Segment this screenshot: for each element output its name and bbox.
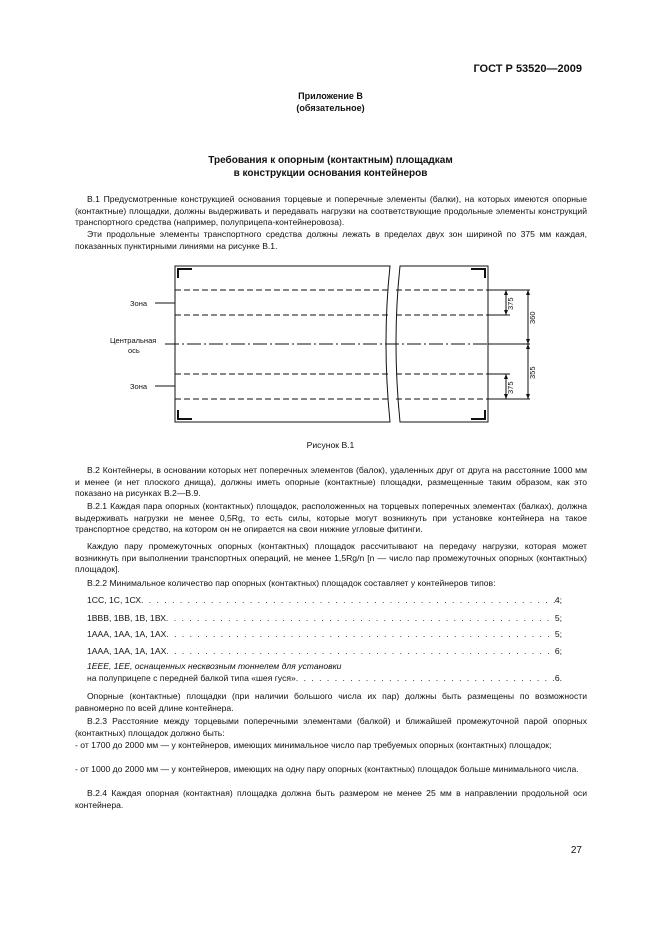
corner-fitting-tr	[471, 268, 486, 278]
paragraph-b1-zones: Эти продольные элементы транспортного ср…	[75, 229, 587, 251]
page-number: 27	[570, 845, 582, 856]
corner-fitting-tl	[177, 268, 192, 278]
annex-title: Приложение В	[298, 91, 363, 101]
dim-375-bottom: 375	[506, 381, 515, 394]
list-item-note-line1: 1ЕЕЕ, 1ЕЕ, оснащенных несквозным тоннеле…	[87, 661, 342, 671]
paragraph-spacing: Опорные (контактные) площадки (при налич…	[75, 691, 587, 713]
container-left-part	[174, 265, 391, 423]
paragraph-b2-1-intermediate: Каждую пару промежуточных опорных (конта…	[75, 541, 587, 575]
section-title-line1: Требования к опорным (контактным) площад…	[208, 155, 453, 166]
label-center-axis-2: ось	[128, 346, 140, 355]
corner-fitting-br	[471, 410, 486, 420]
paragraph-b2-3: В.2.3 Расстояние между торцевыми попереч…	[75, 716, 587, 738]
dim-355: 355	[528, 366, 537, 379]
container-right-part	[395, 265, 489, 423]
label-zone-bottom: Зона	[130, 382, 148, 391]
section-title-line2: в конструкции основания контейнеров	[233, 168, 428, 179]
list-item: 1ААА, 1АА, 1А, 1АХ . . . . . . . . . . .…	[87, 646, 562, 656]
section-heading: Требования к опорным (контактным) площад…	[0, 154, 661, 180]
corner-fitting-bl	[177, 410, 192, 420]
list-item: 1ААА, 1АА, 1А, 1АХ . . . . . . . . . . .…	[87, 629, 562, 639]
paragraph-b2-3-item2: - от 1000 до 2000 мм — у контейнеров, им…	[75, 764, 579, 774]
list-item: на полуприцепе с передней балкой типа «ш…	[87, 673, 562, 683]
label-center-axis-1: Центральная	[110, 336, 156, 345]
figure-b1: Зона Центральная ось Зона 375 360 355 37…	[110, 265, 537, 423]
paragraph-b2: В.2 Контейнеры, в основании которых нет …	[75, 465, 587, 499]
list-item: 1ВВВ, 1ВВ, 1В, 1ВХ . . . . . . . . . . .…	[87, 613, 562, 623]
paragraph-b2-2: В.2.2 Минимальное количество пар опорных…	[87, 578, 496, 588]
paragraph-b1: В.1 Предусмотренные конструкцией основан…	[75, 194, 587, 228]
paragraph-b2-3-item1: - от 1700 до 2000 мм — у контейнеров, им…	[75, 740, 552, 750]
annex-heading: Приложение В (обязательное)	[0, 90, 661, 114]
figure-caption: Рисунок В.1	[306, 440, 355, 450]
label-zone-top: Зона	[130, 299, 148, 308]
document-header: ГОСТ Р 53520—2009	[473, 63, 582, 75]
dim-375-top: 375	[506, 297, 515, 310]
dim-360: 360	[528, 311, 537, 324]
list-item: 1СС, 1С, 1СХ . . . . . . . . . . . . . .…	[87, 595, 562, 605]
paragraph-b2-1: В.2.1 Каждая пара опорных (контактных) п…	[75, 501, 587, 535]
paragraph-b2-4: В.2.4 Каждая опорная (контактная) площад…	[75, 788, 587, 810]
annex-subtitle: (обязательное)	[296, 103, 365, 113]
